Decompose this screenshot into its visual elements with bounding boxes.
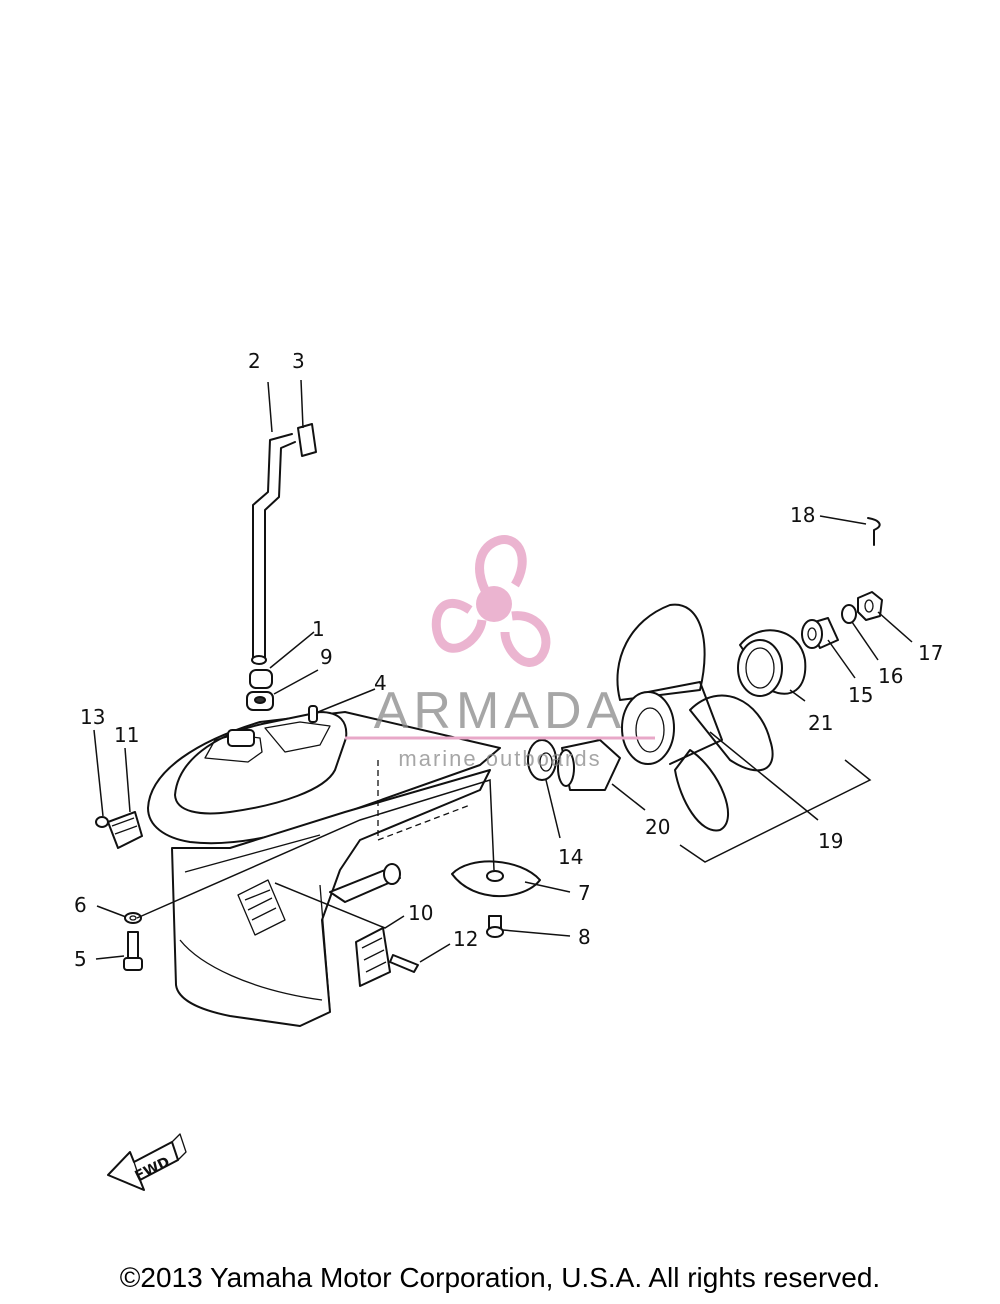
bushing-drawing [737, 629, 807, 697]
propeller-logo-icon [431, 535, 551, 667]
callout-10: 10 [408, 901, 433, 925]
callout-6: 6 [74, 893, 87, 917]
thrust-washer-drawing [527, 739, 557, 781]
fwd-arrow-icon: FWD [107, 1133, 187, 1191]
water-tube-drawing [251, 433, 296, 665]
nut-drawing [857, 591, 883, 621]
spacer-small-drawing [801, 617, 839, 649]
assembly-bracket-line [679, 759, 872, 863]
callout-21: 21 [808, 711, 833, 735]
watermark-tagline: marine outboards [398, 746, 601, 771]
callout-16: 16 [878, 664, 903, 688]
callout-20: 20 [645, 815, 670, 839]
callout-3: 3 [292, 349, 305, 373]
callout-11: 11 [114, 723, 139, 747]
callout-15: 15 [848, 683, 873, 707]
callout-7: 7 [578, 881, 591, 905]
callout-12: 12 [453, 927, 478, 951]
dowel-pin-drawing [308, 705, 318, 723]
watermark: ARMADA marine outboards [345, 535, 655, 771]
clip-drawing [297, 423, 317, 457]
washer-drawing [841, 604, 857, 624]
callout-14: 14 [558, 845, 583, 869]
bolt-drawing [123, 912, 143, 971]
spacer-drawing [557, 739, 621, 791]
callout-4: 4 [374, 671, 387, 695]
part-labels: 1 2 3 4 5 6 7 8 9 10 11 12 13 14 15 16 1… [74, 349, 943, 971]
callout-9: 9 [320, 645, 333, 669]
callout-8: 8 [578, 925, 591, 949]
plate-drawing [451, 860, 541, 938]
callout-1: 1 [312, 617, 325, 641]
callout-2: 2 [248, 349, 261, 373]
leader-lines [93, 379, 913, 963]
callout-5: 5 [74, 947, 87, 971]
callout-19: 19 [818, 829, 843, 853]
callout-17: 17 [918, 641, 943, 665]
grommet-drawing [246, 669, 274, 711]
gear-case-drawing [147, 711, 501, 1027]
trim-tab-drawing [355, 927, 419, 987]
callout-13: 13 [80, 705, 105, 729]
watermark-brand: ARMADA [374, 682, 626, 740]
anode-drawing [95, 811, 143, 849]
copyright-notice: ©2013 Yamaha Motor Corporation, U.S.A. A… [119, 1262, 881, 1293]
cotter-pin-drawing [867, 517, 881, 546]
callout-18: 18 [790, 503, 815, 527]
propeller-drawing [616, 603, 774, 832]
